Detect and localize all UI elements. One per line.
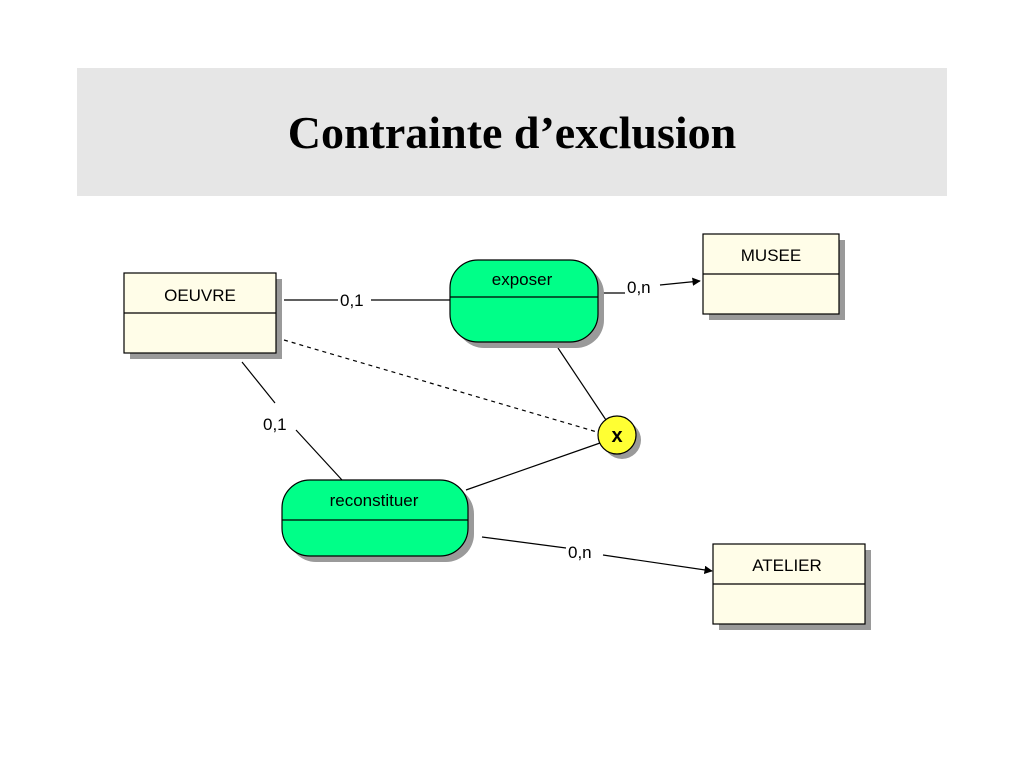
link-oeuvre-constraint-dashed: [283, 339, 598, 433]
entity-oeuvre: OEUVRE: [123, 272, 282, 359]
link-exposer-constraint: [557, 347, 607, 421]
link-exposer-musee-b: [659, 277, 701, 286]
link-oeuvre-reconstituer-a: [241, 361, 276, 404]
card-reconstituer-atelier: 0,n: [568, 543, 592, 562]
association-reconstituer-label: reconstituer: [330, 491, 419, 510]
links: [241, 277, 713, 575]
link-reconstituer-atelier-b: [602, 554, 713, 575]
entity-musee: MUSEE: [702, 233, 845, 320]
exclusion-constraint: x: [597, 415, 641, 459]
slide-title: Contrainte d’exclusion: [287, 106, 737, 158]
association-exposer-label: exposer: [492, 270, 553, 289]
title-band: Contrainte d’exclusion: [77, 68, 947, 196]
link-reconstituer-constraint: [465, 442, 601, 491]
link-oeuvre-reconstituer-b: [295, 429, 343, 481]
card-oeuvre-exposer: 0,1: [340, 291, 364, 310]
association-reconstituer: reconstituer: [281, 479, 474, 562]
card-oeuvre-reconstituer: 0,1: [263, 415, 287, 434]
entity-musee-label: MUSEE: [741, 246, 801, 265]
entity-atelier: ATELIER: [712, 543, 871, 630]
card-exposer-musee: 0,n: [627, 278, 651, 297]
exclusion-constraint-symbol: x: [611, 425, 622, 447]
link-reconstituer-atelier-a: [481, 536, 567, 549]
entity-oeuvre-label: OEUVRE: [164, 286, 236, 305]
association-exposer: exposer: [449, 259, 604, 348]
entity-atelier-label: ATELIER: [752, 556, 822, 575]
